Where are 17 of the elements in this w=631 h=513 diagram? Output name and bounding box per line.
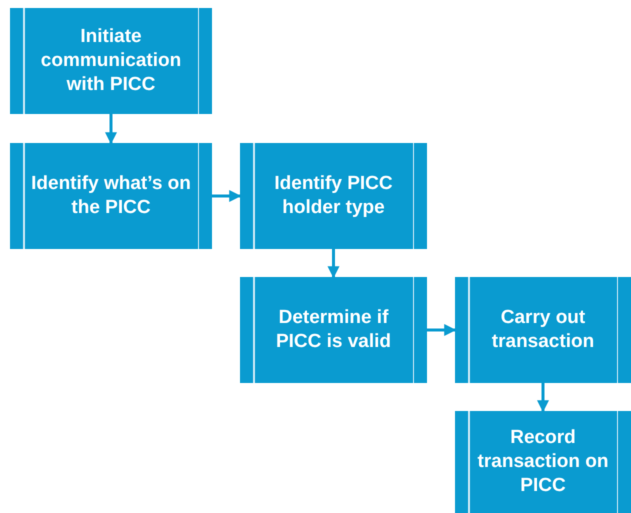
process-box (10, 8, 212, 114)
arrow (537, 383, 549, 412)
step-label: Determine if PICC is valid (274, 306, 392, 354)
arrow (105, 114, 117, 144)
process-box (455, 411, 631, 513)
step-label: Identify what’s on the PICC (30, 172, 192, 220)
step-label: Initiate communication with PICC (40, 25, 182, 97)
step-label: Identify PICC holder type (273, 172, 394, 220)
process-box (240, 143, 427, 249)
process-box (10, 143, 212, 249)
process-box (455, 277, 631, 383)
arrow (427, 324, 456, 336)
step-label: Carry out transaction (490, 306, 596, 354)
arrow (212, 190, 242, 202)
step-label: Record transaction on PICC (476, 426, 610, 498)
process-box (240, 277, 427, 383)
arrow (328, 249, 340, 278)
